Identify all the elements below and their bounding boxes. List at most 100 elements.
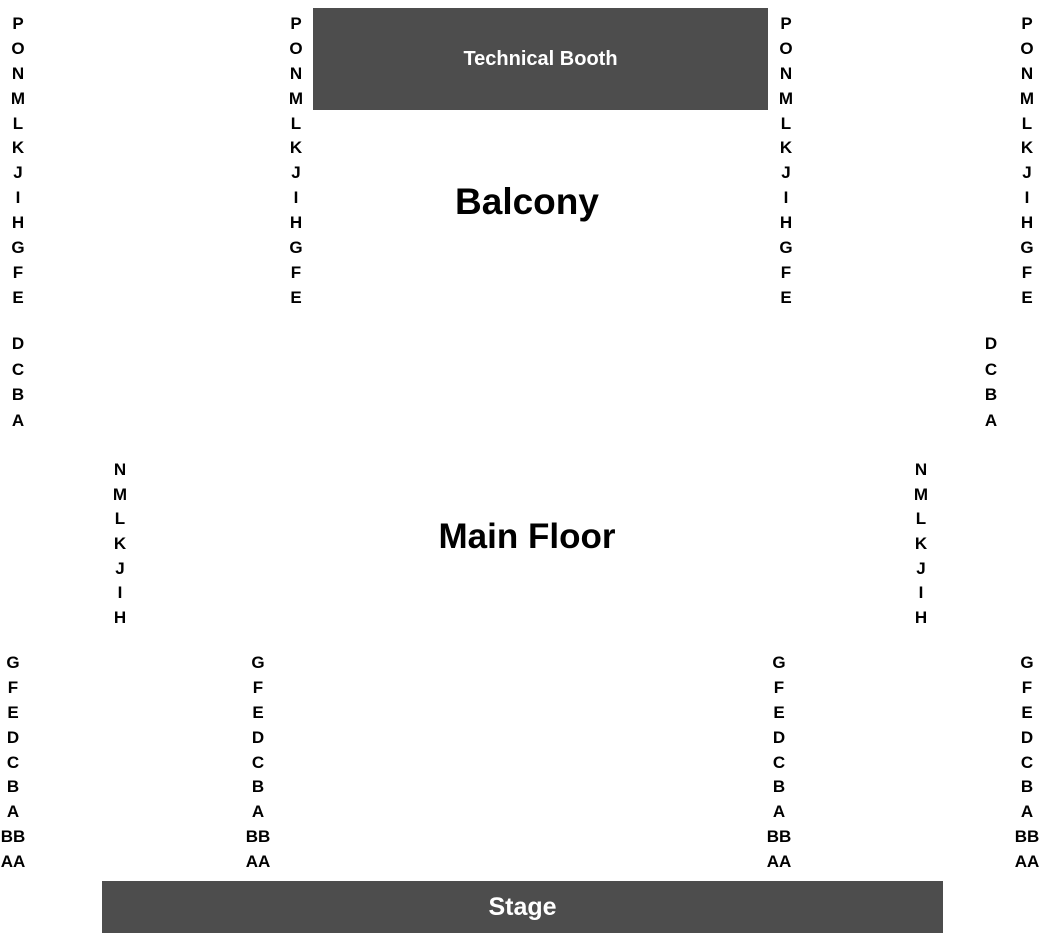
row-label: A <box>251 802 265 822</box>
row-label: AA <box>766 852 792 872</box>
stage-label: Stage <box>488 892 557 921</box>
row-label: C <box>11 359 25 379</box>
row-label: J <box>916 558 926 578</box>
row-label: N <box>914 460 928 479</box>
row-label: H <box>914 608 928 628</box>
row-label: M <box>288 88 304 108</box>
row-label: G <box>251 653 265 672</box>
row-label: F <box>1021 262 1033 282</box>
row-label: G <box>772 653 786 672</box>
row-label: M <box>913 484 929 504</box>
row-label: G <box>6 653 20 672</box>
row-label: H <box>289 213 303 233</box>
row-label: M <box>112 484 128 504</box>
row-label: B <box>772 777 786 797</box>
row-label: N <box>289 63 303 83</box>
main-floor-title: Main Floor <box>438 517 616 556</box>
row-label: E <box>1021 702 1033 722</box>
row-label: K <box>779 138 793 158</box>
row-label: L <box>1021 113 1033 133</box>
row-label: AA <box>245 852 271 872</box>
row-label: I <box>918 583 924 603</box>
row-label: O <box>1020 38 1034 58</box>
row-label: J <box>1022 163 1032 183</box>
row-label: A <box>984 411 998 431</box>
row-label: A <box>772 802 786 822</box>
row-label: P <box>780 14 792 33</box>
row-label: O <box>289 38 303 58</box>
technical-booth: Technical Booth <box>313 8 768 110</box>
row-label: O <box>11 38 25 58</box>
row-label: K <box>1020 138 1034 158</box>
row-label: L <box>915 509 927 529</box>
row-label: B <box>6 777 20 797</box>
row-label: F <box>1021 677 1033 697</box>
row-label: K <box>113 534 127 554</box>
row-label: E <box>780 287 792 307</box>
row-label: D <box>251 727 265 747</box>
row-label: AA <box>1014 852 1040 872</box>
row-label: H <box>113 608 127 628</box>
row-label: H <box>779 213 793 233</box>
row-label: P <box>1021 14 1033 33</box>
row-label: M <box>1019 88 1035 108</box>
row-label: L <box>114 509 126 529</box>
row-label: BB <box>245 827 271 847</box>
row-label: E <box>12 287 24 307</box>
row-label: I <box>783 188 789 208</box>
row-label: G <box>1020 653 1034 672</box>
stage: Stage <box>102 881 943 933</box>
row-label: K <box>289 138 303 158</box>
row-label: B <box>11 385 25 405</box>
row-label: K <box>11 138 25 158</box>
row-label: L <box>12 113 24 133</box>
row-label: J <box>115 558 125 578</box>
row-label: G <box>289 238 303 258</box>
row-label: M <box>10 88 26 108</box>
row-label: C <box>251 752 265 772</box>
row-label: D <box>1020 727 1034 747</box>
row-label: B <box>251 777 265 797</box>
row-label: F <box>773 677 785 697</box>
row-label: F <box>12 262 24 282</box>
row-label: B <box>1020 777 1034 797</box>
row-label: P <box>12 14 24 33</box>
row-label: I <box>293 188 299 208</box>
row-label: O <box>779 38 793 58</box>
row-label: E <box>773 702 785 722</box>
row-label: N <box>779 63 793 83</box>
row-label: E <box>252 702 264 722</box>
row-label: A <box>6 802 20 822</box>
row-label: J <box>13 163 23 183</box>
row-label: N <box>1020 63 1034 83</box>
row-label: G <box>1020 238 1034 258</box>
row-label: E <box>7 702 19 722</box>
row-label: H <box>11 213 25 233</box>
row-label: I <box>1024 188 1030 208</box>
row-label: A <box>1020 802 1034 822</box>
row-label: B <box>984 385 998 405</box>
row-label: K <box>914 534 928 554</box>
row-label: I <box>117 583 123 603</box>
row-label: I <box>15 188 21 208</box>
row-label: F <box>290 262 302 282</box>
row-label: BB <box>766 827 792 847</box>
row-label: AA <box>0 852 26 872</box>
row-label: H <box>1020 213 1034 233</box>
row-label: C <box>6 752 20 772</box>
row-label: N <box>113 460 127 479</box>
row-label: F <box>7 677 19 697</box>
row-label: J <box>291 163 301 183</box>
row-label: D <box>772 727 786 747</box>
